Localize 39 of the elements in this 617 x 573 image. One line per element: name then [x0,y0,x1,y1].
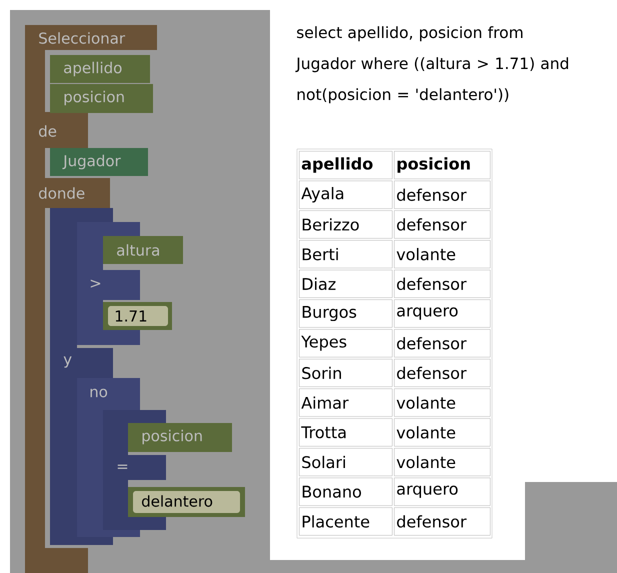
node-label: Seleccionar [39,32,126,44]
table-block: Jugador [50,148,148,176]
table-cell: defensor [394,270,490,298]
table-cell: Diaz [299,270,392,298]
table-cell: defensor [394,210,490,238]
field-block: apellido [50,55,150,83]
table-cell: Ayala [299,180,392,209]
table-cell: defensor [394,180,490,209]
table-cell: defensor [394,329,490,358]
table-cell: Burgos [299,300,392,328]
table-cell: defensor [394,507,490,536]
field-block: delantero [128,487,245,517]
node-label: de [39,125,56,137]
table-cell: Berizzo [299,210,392,238]
table-cell: Bonano [299,478,392,506]
table-cell: arquero [394,300,490,328]
table-cell: Placente [299,507,392,536]
header-cell: posicion [394,151,490,180]
table-cell: Solari [299,448,392,476]
field-block: posicion [128,423,232,452]
table-cell: volante [394,418,490,446]
table-cell: volante [394,240,490,268]
field-block: 1.71 [103,302,172,330]
table-cell: Sorin [299,358,392,387]
node-label: posicion [64,90,124,106]
node-label: donde [39,187,84,199]
table-cell: volante [394,448,490,476]
table-cell: Aimar [299,388,392,417]
table-cell: volante [394,388,490,417]
table-cell: defensor [394,358,490,387]
query-text: select apellido, posicion from Jugador where ((altura > 1.71) and not(posicion = 'delantero')) [295,26,568,104]
table-cell: arquero [394,478,490,506]
field-block: altura [103,236,183,264]
header-cell: apellido [299,151,392,180]
node-label: apellido [64,62,122,76]
table-cell: Trotta [299,418,392,446]
table-cell: Yepes [299,329,392,358]
table-cell: Berti [299,240,392,268]
field-block: posicion [50,84,153,113]
